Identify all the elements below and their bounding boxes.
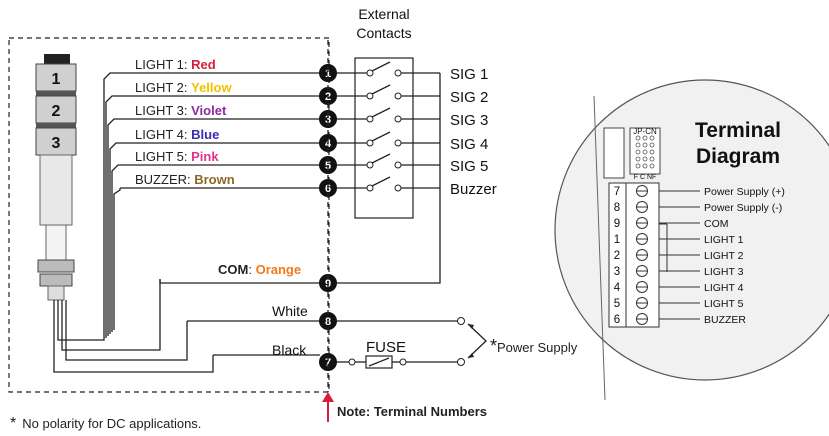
terminal-badge-1: 1 <box>325 68 331 80</box>
wire-color-light5: Pink <box>191 149 219 164</box>
terminal-row-number: 8 <box>614 202 620 214</box>
terminal-block <box>608 182 660 328</box>
contact-switches <box>366 61 441 279</box>
terminal-row-label: Power Supply (-) <box>704 202 782 214</box>
terminal-row-label: BUZZER <box>704 314 746 326</box>
black-label: Black <box>272 342 307 358</box>
wire-label-light1: LIGHT 1: Red <box>135 57 216 72</box>
wire-row-black: Black 7 FUSE <box>213 339 465 371</box>
terminal-badge-3: 3 <box>325 114 331 126</box>
wire-row-white: White 8 <box>187 303 465 330</box>
power-supply-label: *Power Supply <box>490 336 578 356</box>
signal-label-sig1: SIG 1 <box>450 66 488 83</box>
wire-row-light2: LIGHT 2: Yellow 2 <box>120 80 367 105</box>
signal-label-buzzer: Buzzer <box>450 181 497 198</box>
cable-bundle <box>53 72 214 373</box>
terminal-diagram-title-line1: Terminal <box>695 119 781 142</box>
power-supply-bracket <box>467 323 487 359</box>
terminal-row-label: LIGHT 3 <box>704 266 744 278</box>
wire-label-buzzer: BUZZER: Brown <box>135 172 235 187</box>
terminal-row-label: LIGHT 2 <box>704 250 744 262</box>
terminal-badge-7: 7 <box>325 357 331 369</box>
signal-label-sig3: SIG 3 <box>450 112 488 129</box>
external-contacts-title-line2: Contacts <box>356 25 411 41</box>
com-label: COM: Orange <box>218 262 301 277</box>
terminal-row-label: LIGHT 5 <box>704 298 744 310</box>
wire-row-com: COM: Orange 9 <box>159 262 441 292</box>
wire-row-light1: LIGHT 1: Red 1 <box>120 57 367 82</box>
jp-cn-sub-label: F C NF <box>634 174 657 181</box>
terminal-row-number: 7 <box>614 186 620 198</box>
fuse-label: FUSE <box>366 339 406 356</box>
terminal-row-label: COM <box>704 218 729 230</box>
terminal-row-number: 9 <box>614 218 620 230</box>
terminal-row-number: 2 <box>614 250 620 262</box>
signal-tower <box>35 54 77 301</box>
wire-row-light3: LIGHT 3: Violet 3 <box>120 103 367 128</box>
terminal-row-label: Power Supply (+) <box>704 186 785 198</box>
wire-label-light2: LIGHT 2: Yellow <box>135 80 232 95</box>
enclosure-boundary <box>8 37 330 393</box>
terminal-row-number: 3 <box>614 266 620 278</box>
terminal-row-label: LIGHT 1 <box>704 234 744 246</box>
signal-label-sig2: SIG 2 <box>450 89 488 106</box>
wire-row-light5: LIGHT 5: Pink 5 <box>120 149 367 174</box>
signal-label-sig5: SIG 5 <box>450 158 488 175</box>
terminal-row-number: 4 <box>614 282 621 294</box>
tower-segment-2: 2 <box>52 103 61 120</box>
com-color-name: Orange <box>256 262 302 277</box>
wire-label-light4: LIGHT 4: Blue <box>135 127 219 142</box>
wire-row-buzzer: BUZZER: Brown 6 <box>120 172 367 197</box>
wire-color-light4: Blue <box>191 127 219 142</box>
wire-color-light2: Yellow <box>191 80 232 95</box>
wire-label-light3: LIGHT 3: Violet <box>135 103 227 118</box>
terminal-row-number: 5 <box>614 298 620 310</box>
tower-segment-1: 1 <box>52 71 61 88</box>
terminal-row-number: 1 <box>614 234 620 246</box>
signal-label-sig4: SIG 4 <box>450 136 488 153</box>
wire-color-light3: Violet <box>191 103 227 118</box>
terminal-note: Note: Terminal Numbers <box>337 404 487 419</box>
footnote: *No polarity for DC applications. <box>10 415 201 432</box>
external-contacts-box <box>354 57 414 219</box>
external-contacts-title-line1: External <box>358 6 409 22</box>
terminal-row-number: 6 <box>614 314 620 326</box>
jp-cn-label: JP-CN <box>633 127 657 136</box>
wire-label-light5: LIGHT 5: Pink <box>135 149 219 164</box>
wire-color-light1: Red <box>191 57 216 72</box>
wire-color-buzzer: Brown <box>194 172 235 187</box>
tower-segment-3: 3 <box>52 135 61 152</box>
terminal-diagram-title-line2: Diagram <box>696 145 780 168</box>
white-label: White <box>272 303 308 319</box>
terminal-row-label: LIGHT 4 <box>704 282 744 294</box>
